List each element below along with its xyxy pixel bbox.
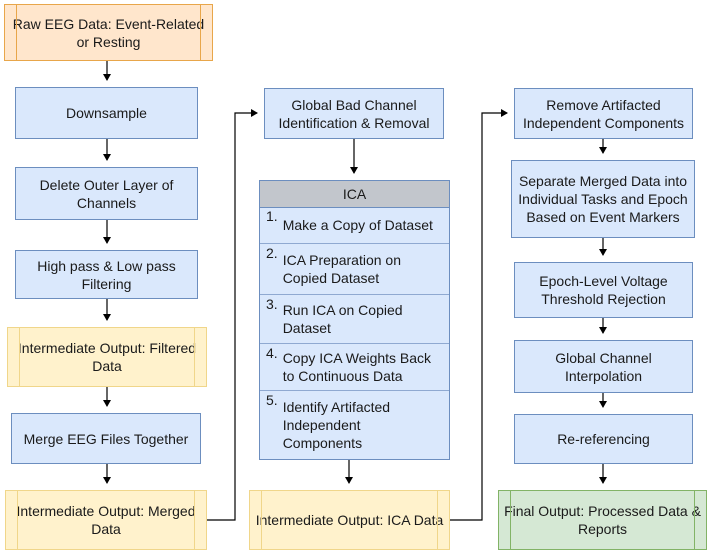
global-bad-channel-node: Global Bad Channel Identification & Remo…: [264, 88, 444, 139]
ica-step-text: Copy ICA Weights Back to Continuous Data: [282, 350, 432, 384]
intermediate-merged-label: Intermediate Output: Merged Data: [16, 503, 196, 537]
final-output-label: Final Output: Processed Data & Reports: [504, 503, 701, 537]
separate-merged-label: Separate Merged Data into Individual Tas…: [518, 173, 688, 225]
ica-container: ICA 1. Make a Copy of Dataset 2. ICA Pre…: [259, 180, 450, 460]
raw-eeg-label: Raw EEG Data: Event-Related or Resting: [12, 15, 205, 50]
ica-step: 3. Run ICA on Copied Dataset: [260, 295, 449, 344]
downsample-label: Downsample: [66, 105, 147, 121]
epoch-threshold-label: Epoch-Level Voltage Threshold Rejection: [539, 273, 668, 307]
global-interpolation-node: Global Channel Interpolation: [514, 340, 693, 393]
intermediate-ica-node: Intermediate Output: ICA Data: [249, 490, 450, 550]
ica-step-number: 5.: [266, 392, 278, 408]
merge-files-label: Merge EEG Files Together: [23, 430, 189, 447]
raw-eeg-input-node: Raw EEG Data: Event-Related or Resting: [4, 4, 213, 61]
global-interpolation-label: Global Channel Interpolation: [555, 349, 652, 384]
intermediate-filtered-label: Intermediate Output: Filtered Data: [17, 340, 197, 374]
epoch-threshold-node: Epoch-Level Voltage Threshold Rejection: [514, 262, 693, 318]
downsample-node: Downsample: [15, 87, 198, 139]
filtering-node: High pass & Low pass Filtering: [15, 250, 198, 299]
intermediate-filtered-node: Intermediate Output: Filtered Data: [7, 327, 207, 387]
ica-title: ICA: [260, 181, 449, 208]
remove-artifacted-node: Remove Artifacted Independent Components: [514, 88, 693, 139]
global-bad-channel-label: Global Bad Channel Identification & Remo…: [278, 96, 430, 131]
ica-step-number: 2.: [266, 245, 278, 261]
ica-step: 1. Make a Copy of Dataset: [260, 207, 449, 244]
ica-step-number: 3.: [266, 296, 278, 312]
ica-step: 2. ICA Preparation on Copied Dataset: [260, 244, 449, 295]
arrow-ica-data-to-remove: [450, 109, 508, 521]
ica-step: 5. Identify Artifacted Independent Compo…: [260, 391, 449, 458]
arrow-merged-to-global-bad: [207, 109, 258, 521]
final-output-node: Final Output: Processed Data & Reports: [498, 490, 707, 550]
intermediate-merged-node: Intermediate Output: Merged Data: [5, 490, 207, 550]
ica-step-number: 1.: [266, 208, 278, 224]
filtering-label: High pass & Low pass Filtering: [37, 257, 176, 292]
ica-step-text: Identify Artifacted Independent Componen…: [282, 398, 391, 451]
remove-artifacted-label: Remove Artifacted Independent Components: [522, 96, 685, 131]
ica-step-text: Run ICA on Copied Dataset: [282, 302, 403, 336]
ica-step-number: 4.: [266, 345, 278, 361]
delete-outer-layer-node: Delete Outer Layer of Channels: [15, 167, 198, 220]
ica-step-text: Make a Copy of Dataset: [282, 217, 433, 233]
rereferencing-node: Re-referencing: [514, 414, 693, 464]
merge-files-node: Merge EEG Files Together: [11, 413, 201, 464]
rereferencing-label: Re-referencing: [557, 431, 650, 447]
ica-step: 4. Copy ICA Weights Back to Continuous D…: [260, 344, 449, 391]
intermediate-ica-label: Intermediate Output: ICA Data: [255, 512, 444, 528]
delete-outer-layer-label: Delete Outer Layer of Channels: [39, 176, 174, 211]
ica-step-text: ICA Preparation on Copied Dataset: [282, 252, 401, 286]
separate-merged-node: Separate Merged Data into Individual Tas…: [511, 160, 695, 238]
